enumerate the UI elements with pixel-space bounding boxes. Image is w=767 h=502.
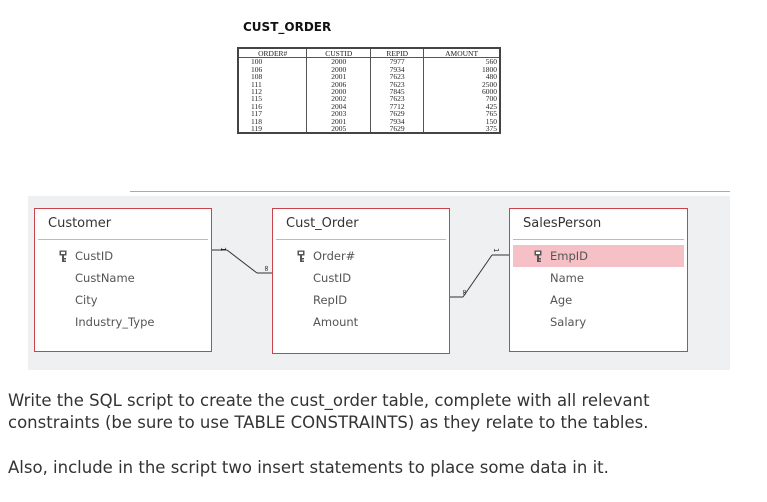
table-cell: 100 — [237, 57, 308, 66]
field-name[interactable]: Name — [510, 267, 687, 289]
field-salary[interactable]: Salary — [510, 311, 687, 333]
field-label: City — [75, 293, 98, 307]
field-amount[interactable]: Amount — [273, 311, 449, 333]
cust-order-many-label-left: ∞ — [262, 265, 271, 272]
column-header-amount: AMOUNT — [423, 48, 501, 59]
primary-key-icon — [59, 250, 67, 262]
entity-title-cust-order: Cust_Order — [286, 216, 359, 231]
table-cell: 765 — [423, 110, 501, 118]
field-empid-pk-selected[interactable]: EmpID — [513, 245, 684, 267]
customer-one-label: 1 — [219, 247, 227, 251]
relationship-line-customer-cust-order — [226, 249, 258, 274]
table-cell: 108 — [237, 73, 308, 81]
table-header-row: ORDER# CUSTID REPID AMOUNT — [237, 48, 501, 59]
table-cell: 425 — [423, 102, 501, 110]
table-cell: 116 — [237, 102, 308, 110]
field-age[interactable]: Age — [510, 289, 687, 311]
column-header-order: ORDER# — [237, 48, 308, 59]
question-line-1: Write the SQL script to create the cust_… — [8, 391, 650, 410]
table-cell: 150 — [423, 117, 501, 125]
table-cell: 2005 — [306, 125, 372, 134]
table-title: CUST_ORDER — [243, 20, 332, 34]
primary-key-icon — [534, 250, 542, 262]
field-label: CustName — [75, 271, 135, 285]
table-cell: 7629 — [370, 125, 425, 134]
relationship-connectors: 1 ∞ 1 ∞ — [211, 247, 509, 298]
entity-divider — [276, 239, 446, 240]
table-cell: 2500 — [423, 80, 501, 88]
field-label: Age — [550, 293, 573, 307]
entity-title-salesperson: SalesPerson — [523, 216, 602, 231]
column-header-custid: CUSTID — [306, 48, 372, 59]
table-cell: 480 — [423, 73, 501, 81]
field-label: EmpID — [550, 249, 589, 263]
table-cell: 119 — [237, 125, 308, 134]
primary-key-icon — [297, 250, 305, 262]
table-cell: 117 — [237, 110, 308, 118]
cust-order-many-label-right: ∞ — [460, 289, 469, 296]
field-order-pk[interactable]: Order# — [273, 245, 449, 267]
table-cell: 1800 — [423, 65, 501, 73]
field-label: RepID — [313, 293, 348, 307]
entity-cust-order[interactable]: Cust_Order Order# CustID RepID Amount — [272, 208, 450, 354]
field-label: Amount — [313, 315, 359, 329]
entity-customer[interactable]: Customer CustID CustName City Industry_T… — [34, 208, 212, 352]
table-cell: 112 — [237, 88, 308, 95]
table-cell: 115 — [237, 95, 308, 103]
relationship-line-salesperson-cust-order — [462, 254, 493, 298]
entity-salesperson[interactable]: SalesPerson EmpID Name Age Salary — [509, 208, 688, 352]
table-cell: 106 — [237, 65, 308, 73]
section-divider — [130, 191, 730, 192]
field-label: Industry_Type — [75, 315, 155, 329]
entity-divider — [38, 239, 208, 240]
field-repid[interactable]: RepID — [273, 289, 449, 311]
table-cell: 560 — [423, 57, 501, 66]
field-city[interactable]: City — [35, 289, 211, 311]
table-cell: 6000 — [423, 88, 501, 95]
entity-title-customer: Customer — [48, 216, 112, 231]
field-label: Order# — [313, 249, 356, 263]
salesperson-one-label: 1 — [492, 248, 500, 252]
relationship-diagram-panel: 1 ∞ 1 ∞ Customer CustID CustName City In… — [28, 196, 730, 370]
field-label: Name — [550, 271, 584, 285]
question-line-3: Also, include in the script two insert s… — [8, 458, 609, 477]
table-cell: 375 — [423, 125, 501, 134]
field-custid-pk[interactable]: CustID — [35, 245, 211, 267]
field-label: CustID — [75, 249, 114, 263]
field-industry-type[interactable]: Industry_Type — [35, 311, 211, 333]
entity-divider — [513, 239, 684, 240]
table-cell: 700 — [423, 95, 501, 103]
field-custid[interactable]: CustID — [273, 267, 449, 289]
question-line-2: constraints (be sure to use TABLE CONSTR… — [8, 413, 649, 432]
table-cell: 118 — [237, 117, 308, 125]
column-header-repid: REPID — [370, 48, 425, 59]
field-label: Salary — [550, 315, 587, 329]
field-label: CustID — [313, 271, 352, 285]
table-cell: 111 — [237, 80, 308, 88]
field-custname[interactable]: CustName — [35, 267, 211, 289]
